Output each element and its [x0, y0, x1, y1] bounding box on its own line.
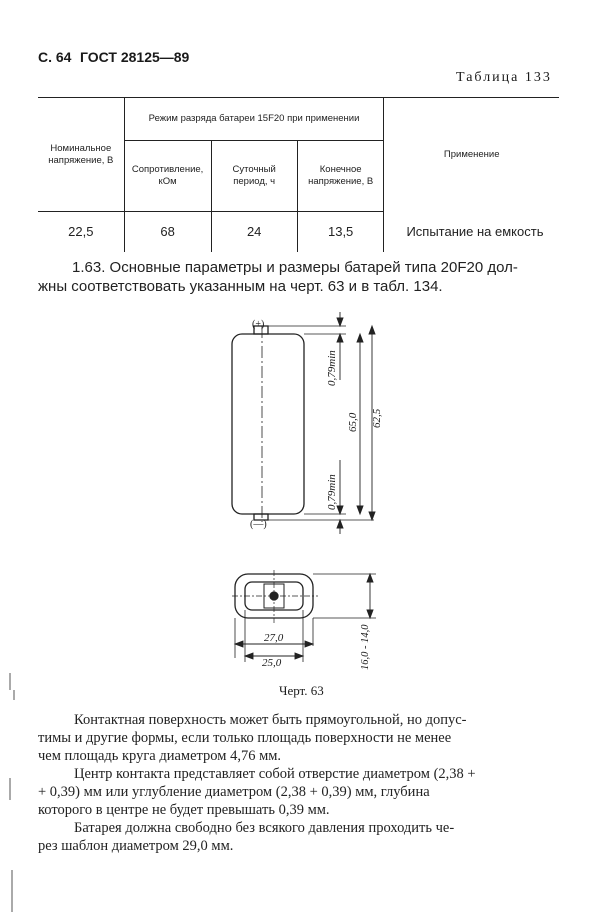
- table-label: Таблица 133: [456, 70, 552, 85]
- arrow-up-top: [336, 332, 344, 343]
- dim-65-label: 65,0: [347, 412, 359, 432]
- section-number: 1.63.: [72, 259, 106, 276]
- body-p3-l1: Батарея должна свободно без всякого давл…: [74, 820, 455, 836]
- body-p1-l2: тимы и другие формы, если только площадь…: [38, 730, 452, 746]
- battery-front-view: [231, 325, 374, 522]
- cell-period: 24: [210, 211, 298, 252]
- dim-bottom-label: 0,79min: [326, 474, 338, 510]
- table-133: Номинальное напряжение, В Режим разряда …: [38, 97, 559, 252]
- arrow-27-left: [233, 640, 244, 648]
- arrow-625-top: [368, 324, 376, 335]
- page-number: С. 64: [38, 49, 72, 65]
- arrow-25-right: [294, 652, 305, 660]
- dimension-lines-horizontal: [233, 572, 374, 660]
- battery-top-view: [232, 570, 376, 662]
- cell-nominal: 22,5: [38, 211, 125, 252]
- dim-depth-label: 16,0 - 14,0: [360, 624, 371, 670]
- cell-resistance: 68: [123, 211, 211, 252]
- arrow-up-bottom: [336, 518, 344, 529]
- body-p2-l1: Центр контакта представляет собой отверс…: [74, 766, 476, 782]
- arrow-down-top: [336, 317, 344, 328]
- body-p2-l3: которого в центре не будет превышать 0,3…: [38, 802, 330, 818]
- section-line-1: 1.63. Основные параметры и размеры батар…: [72, 258, 518, 277]
- arrow-25-left: [243, 652, 254, 660]
- dimension-lines-vertical: [336, 312, 376, 534]
- section-line-2: жны соответствовать указанным на черт. 6…: [38, 278, 443, 295]
- col-header-nominal: Номинальное напряжение, В: [38, 97, 125, 212]
- body-p3-l2: рез шаблон диаметром 29,0 мм.: [38, 838, 234, 854]
- plus-label: (+): [252, 319, 264, 330]
- positive-terminal: [253, 325, 269, 335]
- col-header-period: Суточный период, ч: [210, 140, 298, 212]
- dim-27-label: 27,0: [264, 632, 284, 644]
- scan-marks: [9, 673, 15, 912]
- arrow-625-bottom: [368, 511, 376, 522]
- dim-625-label: 62,5: [371, 408, 383, 428]
- cell-application: Испытание на емкость: [383, 211, 559, 252]
- battery-body-outline: [231, 333, 305, 515]
- body-p1-l1: Контактная поверхность может быть прямоу…: [74, 712, 467, 728]
- table-row: 22,5 68 24 13,5 Испытание на емкость: [38, 211, 559, 252]
- dim-25-label: 25,0: [262, 657, 282, 669]
- col-header-application: Применение: [383, 97, 559, 212]
- col-header-final-voltage: Конечное напряжение, В: [296, 140, 384, 212]
- minus-label: (—): [250, 519, 267, 530]
- arrow-27-right: [304, 640, 315, 648]
- section-text-1: Основные параметры и размеры батарей тип…: [109, 259, 518, 276]
- drawing-caption: Черт. 63: [279, 683, 324, 698]
- arrow-16-top: [366, 572, 374, 583]
- col-header-resistance: Сопротивление, кОм: [123, 140, 211, 212]
- arrow-down-bottom: [336, 505, 344, 516]
- arrow-65-bottom: [356, 505, 364, 516]
- negative-terminal: [253, 513, 269, 521]
- body-p1-l3: чем площадь круга диаметром 4,76 мм.: [38, 748, 282, 764]
- arrow-65-top: [356, 332, 364, 343]
- body-p2-l2: + 0,39) мм или углубление диаметром (2,3…: [38, 784, 430, 800]
- dim-top-label: 0,79min: [326, 350, 338, 386]
- cell-final-voltage: 13,5: [296, 211, 384, 252]
- standard-code: ГОСТ 28125—89: [80, 49, 190, 65]
- arrow-16-bottom: [366, 609, 374, 620]
- group-header-discharge: Режим разряда батареи 15F20 при применен…: [123, 97, 384, 141]
